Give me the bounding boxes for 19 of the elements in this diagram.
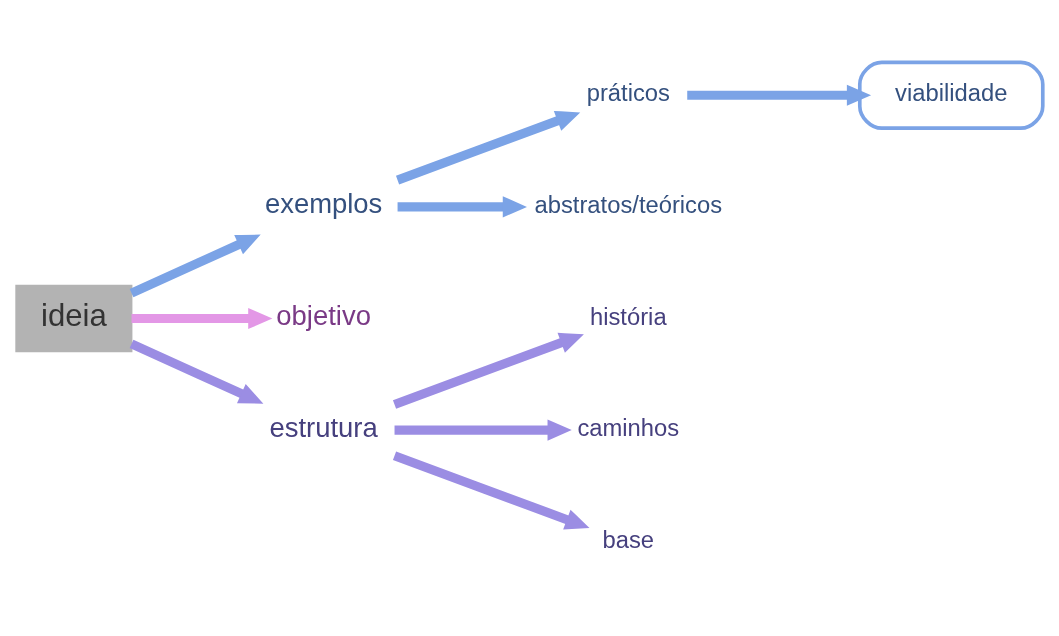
arrow [131,307,273,329]
node-box: ideia [15,284,133,352]
node-text: objetivo [276,299,371,331]
arrow [129,339,264,404]
node-box: viabilidade [857,60,1045,130]
arrow [687,84,872,106]
node-text: abstratos/teóricos [534,190,723,218]
arrow [392,450,590,530]
arrow [395,110,581,184]
arrow [397,195,527,217]
node-text: exemplos [264,187,383,219]
node-text: base [602,525,655,553]
node-text: caminhos [577,413,680,441]
arrow [394,419,572,441]
node-text: estrutura [269,411,378,443]
node-text: práticos [586,78,670,106]
arrow [129,234,261,297]
node-text: história [590,302,667,330]
arrow [392,332,584,409]
